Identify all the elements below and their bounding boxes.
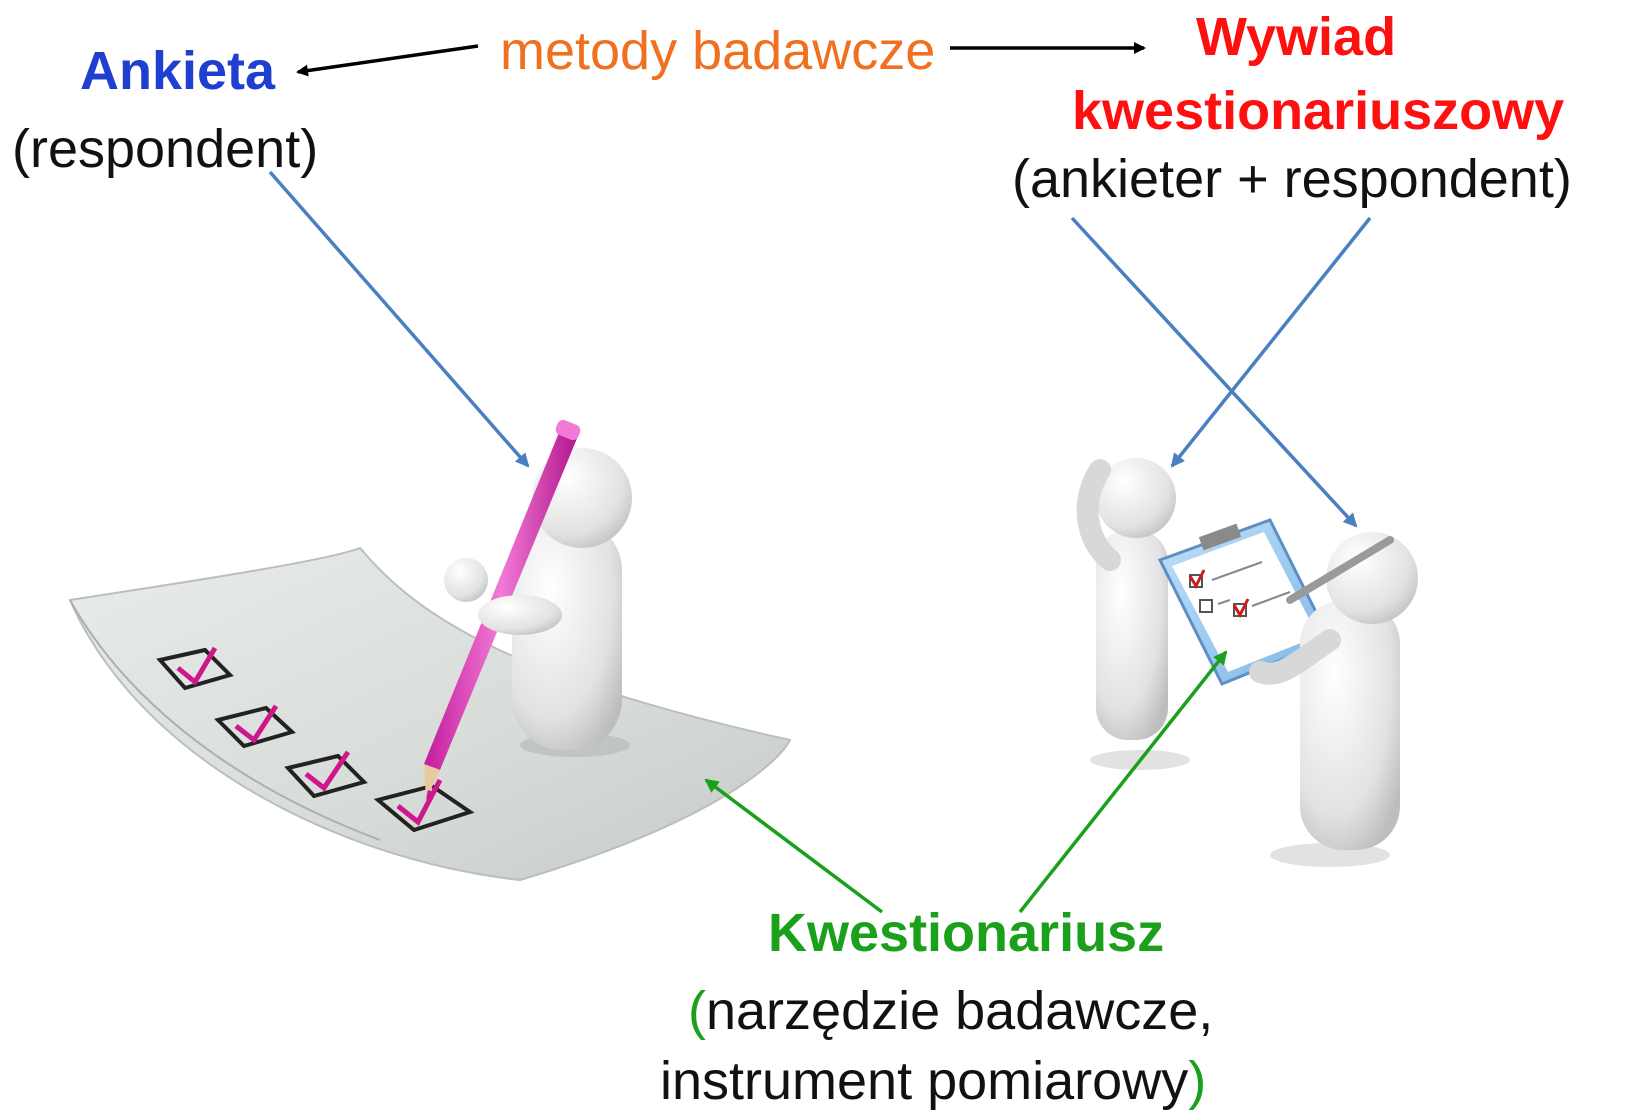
instrument-text: instrument pomiarowy xyxy=(660,1051,1189,1111)
connector-wywiad-to-respondent xyxy=(1070,216,1358,528)
open-paren: ( xyxy=(688,981,706,1041)
checkbox-icon xyxy=(214,704,296,749)
kwestionariuszowy-label: kwestionariuszowy xyxy=(1072,81,1565,141)
interview-figures-illustration xyxy=(1076,458,1418,867)
instrument-label: instrument pomiarowy) xyxy=(660,1054,1206,1108)
wywiad-label: Wywiad xyxy=(1196,7,1397,67)
clipboard-icon xyxy=(1157,518,1333,686)
checkbox-icon xyxy=(373,778,475,833)
survey-paper-illustration xyxy=(68,546,792,882)
metody-badawcze-label: metody badawcze xyxy=(500,21,936,81)
pen-icon xyxy=(1286,536,1394,604)
connector-ankieta-to-figure xyxy=(268,170,530,468)
writing-person-figure xyxy=(424,419,632,800)
kwestionariusz-label: Kwestionariusz xyxy=(768,903,1165,963)
narzedzie-text: narzędzie badawcze, xyxy=(705,981,1214,1041)
close-paren: ) xyxy=(1188,1051,1207,1111)
connector-kwestionariusz-to-paper xyxy=(704,778,884,914)
connector-wywiad-to-interviewer xyxy=(1170,216,1372,468)
checkbox-icon xyxy=(156,646,234,691)
ankieta-label: Ankieta xyxy=(80,41,276,101)
connector-kwestionariusz-to-clipboard xyxy=(1018,650,1228,914)
narzedzie-label: (narzędzie badawcze, xyxy=(688,984,1213,1038)
respondent-label: (respondent) xyxy=(12,119,319,179)
ankieter-respondent-label: (ankieter + respondent) xyxy=(1012,149,1572,209)
checkbox-icon xyxy=(284,750,368,799)
arrow-to-ankieta xyxy=(296,44,479,77)
